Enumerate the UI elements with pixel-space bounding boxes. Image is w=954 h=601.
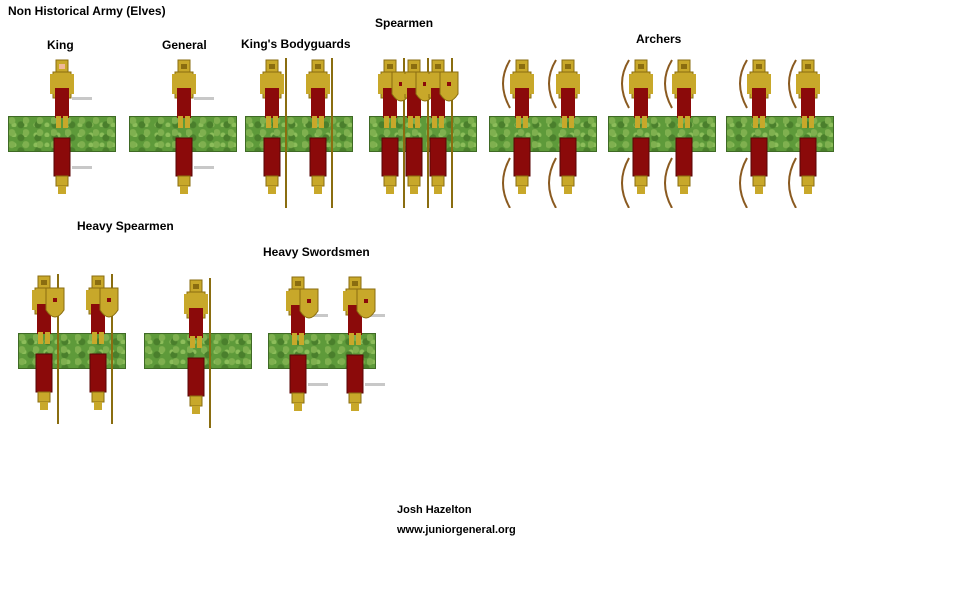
spearman-figure xyxy=(378,58,411,208)
bodyguard-figure xyxy=(260,58,287,208)
heavy-spearman-figure xyxy=(86,274,119,424)
author-credit: Josh Hazelton xyxy=(397,504,472,516)
label-general: General xyxy=(162,38,207,52)
label-archers: Archers xyxy=(636,32,682,46)
unit-base xyxy=(8,116,116,152)
heavy-swordsman-figure xyxy=(286,276,328,411)
bodyguard-figure xyxy=(306,58,333,208)
label-heavy-swordsmen: Heavy Swordsmen xyxy=(263,245,370,259)
unit-base xyxy=(489,116,597,152)
spearman-figure xyxy=(426,58,459,208)
label-king: King xyxy=(47,38,74,52)
archer-figure xyxy=(621,59,653,208)
archer-figure xyxy=(548,59,580,208)
archer-figure xyxy=(664,59,696,208)
heavy-swordsman-figure xyxy=(343,276,385,411)
label-kings-bodyguards: King's Bodyguards xyxy=(241,37,351,51)
archer-figure xyxy=(739,59,771,208)
general-figure xyxy=(172,59,214,194)
heavy-spearman-figure xyxy=(184,278,211,428)
website-credit: www.juniorgeneral.org xyxy=(397,524,516,536)
king-figure xyxy=(50,59,92,194)
page-title: Non Historical Army (Elves) xyxy=(8,4,166,18)
heavy-spearman-figure xyxy=(32,274,65,424)
archer-figure xyxy=(502,59,534,208)
archer-figure xyxy=(788,59,820,208)
label-heavy-spearmen: Heavy Spearmen xyxy=(77,219,174,233)
label-spearmen: Spearmen xyxy=(375,16,434,30)
unit-base xyxy=(608,116,716,152)
